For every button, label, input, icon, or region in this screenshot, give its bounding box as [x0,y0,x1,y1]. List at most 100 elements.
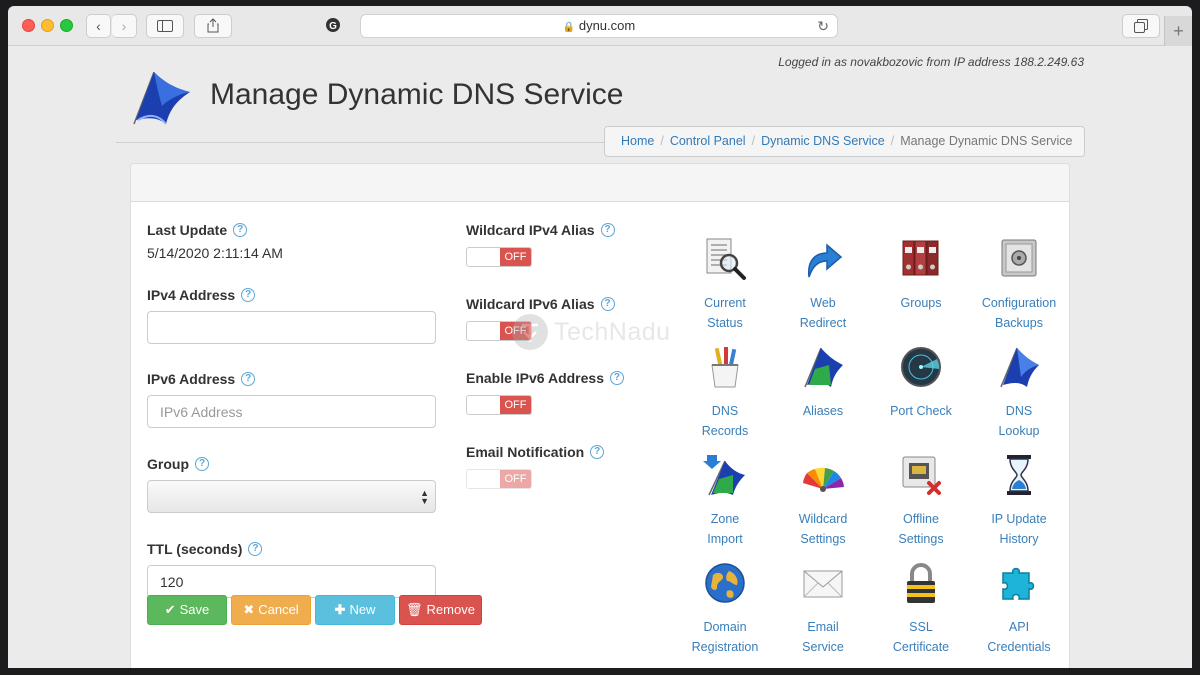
watermark-logo-icon [512,314,548,350]
tile-label: Zone [710,512,740,526]
tile-label: DNS [711,404,739,418]
close-window-button[interactable] [22,19,35,32]
tile-label: Import [707,532,743,546]
network-offline-icon [902,456,941,495]
remove-button[interactable]: 🗑Remove [399,595,482,625]
ipv4-label: IPv4 Address? [147,285,437,305]
tile-label: Offline [903,512,939,526]
watermark: TechNadu [510,312,671,352]
wildcard-ipv6-label: Wildcard IPv6 Alias? [466,294,666,314]
enable-ipv6-toggle[interactable]: OFF [466,395,532,415]
web-page: Logged in as novakbozovic from IP addres… [8,46,1192,668]
breadcrumb-home[interactable]: Home [621,134,655,148]
tile-label: Email [807,620,839,634]
address-bar[interactable]: 🔒 dynu.com ↻ [360,14,838,38]
ttl-label: TTL (seconds)? [147,539,437,559]
ipv6-input[interactable] [147,395,436,428]
tile-label: IP Update [991,512,1047,526]
breadcrumb-separator: / [660,134,664,148]
help-icon[interactable]: ? [248,542,263,556]
extension-button[interactable]: G [316,14,350,38]
email-notification-toggle[interactable]: OFF [466,469,532,489]
tile-label: SSL [909,620,933,634]
tile-label: Web [810,296,836,310]
toggle-state: OFF [500,396,531,414]
tile-label: Records [701,424,749,438]
back-button[interactable]: ‹ [86,14,111,38]
share-icon [207,18,219,33]
email-notification-label: Email Notification? [466,442,666,462]
help-icon[interactable]: ? [241,288,256,302]
extension-icon: G [326,18,340,32]
chevron-left-icon: ‹ [96,18,101,34]
select-arrows-icon: ▲▼ [420,488,429,506]
tile-label: Credentials [987,640,1051,654]
tile-label: Port Check [890,404,952,418]
tile-label: Configuration [981,296,1057,310]
group-label: Group? [147,454,437,474]
help-icon[interactable]: ? [609,371,624,385]
minimize-window-button[interactable] [41,19,54,32]
tabs-overview-button[interactable] [1122,14,1160,38]
sidebar-icon [157,20,173,32]
tile-label: Domain [703,620,747,634]
close-icon: ✖ [243,602,255,617]
breadcrumb-dynamic-dns[interactable]: Dynamic DNS Service [761,134,885,148]
binders-icon [902,240,939,276]
wildcard-ipv6-toggle[interactable]: OFF [466,321,532,341]
lock-icon: 🔒 [562,22,576,33]
breadcrumb-separator: / [890,134,895,148]
zone-import-icon [703,455,745,496]
envelope-icon [803,570,843,598]
tile-label: Current [704,296,746,310]
toggle-state: OFF [500,248,531,266]
forward-button[interactable]: › [112,14,137,38]
help-icon[interactable]: ? [600,297,615,311]
help-icon[interactable]: ? [600,223,615,237]
tile-label: Backups [995,316,1043,330]
puzzle-icon [1002,567,1035,600]
help-icon[interactable]: ? [590,445,605,459]
tile-aliases[interactable]: Aliases [774,345,872,421]
alias-flag-icon [804,347,843,388]
redirect-arrow-icon [807,243,843,278]
wildcard-ipv4-toggle[interactable]: OFF [466,247,532,267]
save-button[interactable]: ✔Save [147,595,227,625]
ttl-input[interactable] [147,565,436,598]
share-button[interactable] [194,14,232,38]
breadcrumb-separator: / [751,134,756,148]
group-select[interactable]: ▲▼ [147,480,436,513]
maximize-window-button[interactable] [60,19,73,32]
tile-port-check[interactable]: Port Check [872,345,970,421]
breadcrumb-control-panel[interactable]: Control Panel [669,134,746,148]
tile-dns-records[interactable]: DNS Records [676,345,774,441]
new-tab-button[interactable]: + [1164,16,1192,46]
help-icon[interactable]: ? [241,372,256,386]
tile-groups[interactable]: Groups [872,237,970,313]
cancel-button[interactable]: ✖Cancel [231,595,311,625]
help-icon[interactable]: ? [195,457,209,471]
flag-icon [1000,347,1039,388]
sidebar-button[interactable] [146,14,184,38]
help-icon[interactable]: ? [233,223,248,237]
breadcrumb: Home/Control Panel/Dynamic DNS Service/M… [604,126,1085,157]
trash-icon: 🗑 [406,602,423,617]
new-button[interactable]: ✚New [315,595,395,625]
reload-icon[interactable]: ↻ [817,18,829,34]
tile-label: Service [802,640,844,654]
ipv4-input[interactable] [147,311,436,344]
pencil-cup-icon [711,347,739,388]
tile-label: Status [707,316,743,330]
